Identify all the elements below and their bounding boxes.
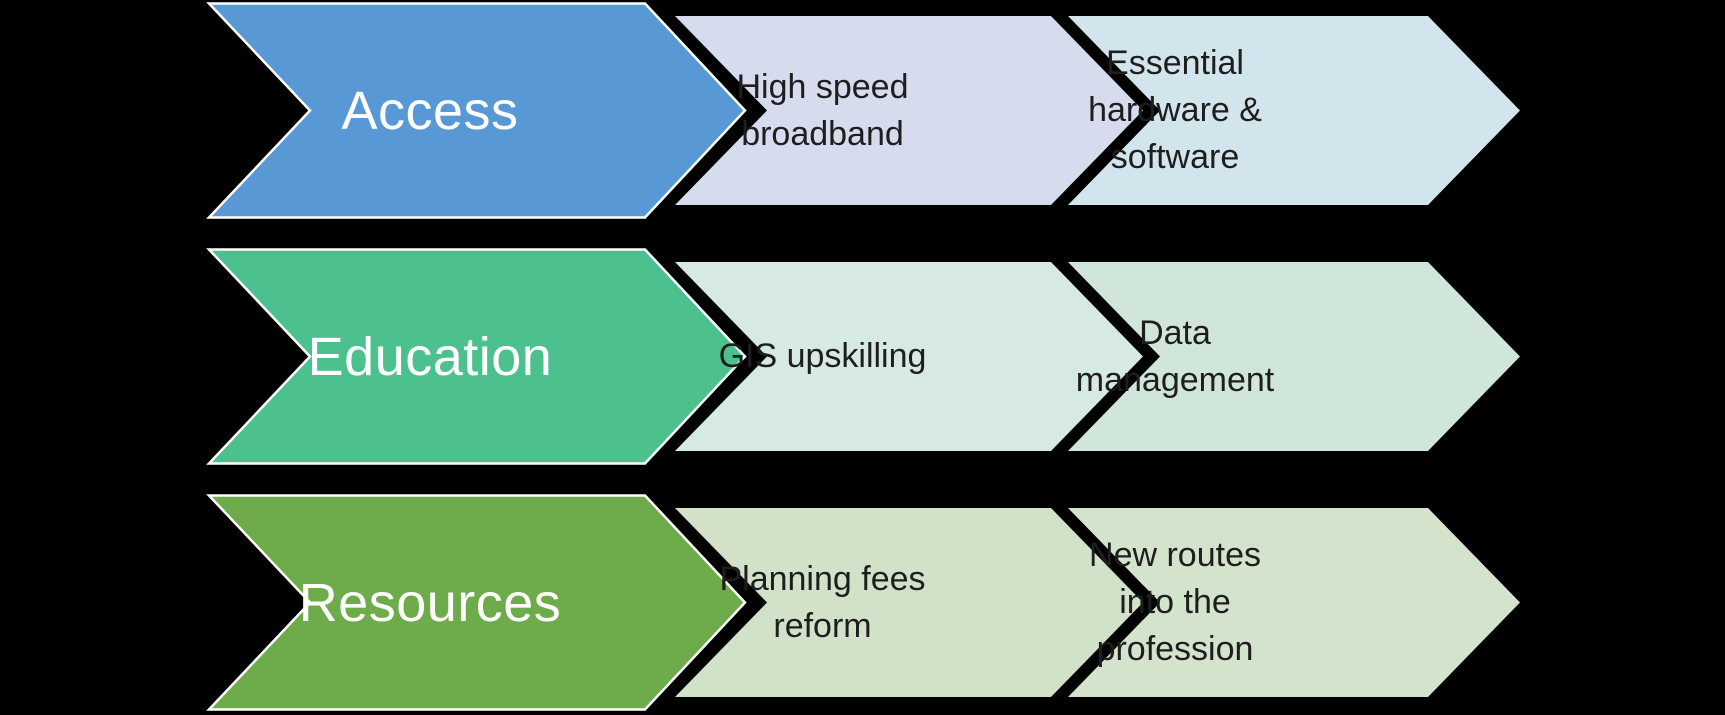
chevron-new-routes-profession [1068, 508, 1520, 697]
chevron-essential-hardware-software [1068, 16, 1520, 205]
row-access: Access High speed broadband Essential ha… [0, 2, 1725, 219]
chevron-gis-upskilling [675, 262, 1143, 451]
row-access-shapes [206, 2, 1520, 219]
chevron-education [206, 248, 747, 465]
row-resources-shapes [206, 494, 1520, 711]
row-resources: Resources Planning fees reform New route… [0, 494, 1725, 711]
chevron-access [206, 2, 747, 219]
chevron-resources [206, 494, 747, 711]
row-education: Education GIS upskilling Data management [0, 248, 1725, 465]
chevron-high-speed-broadband [675, 16, 1143, 205]
row-education-shapes [206, 248, 1520, 465]
chevron-planning-fees-reform [675, 508, 1143, 697]
chevron-data-management [1068, 262, 1520, 451]
